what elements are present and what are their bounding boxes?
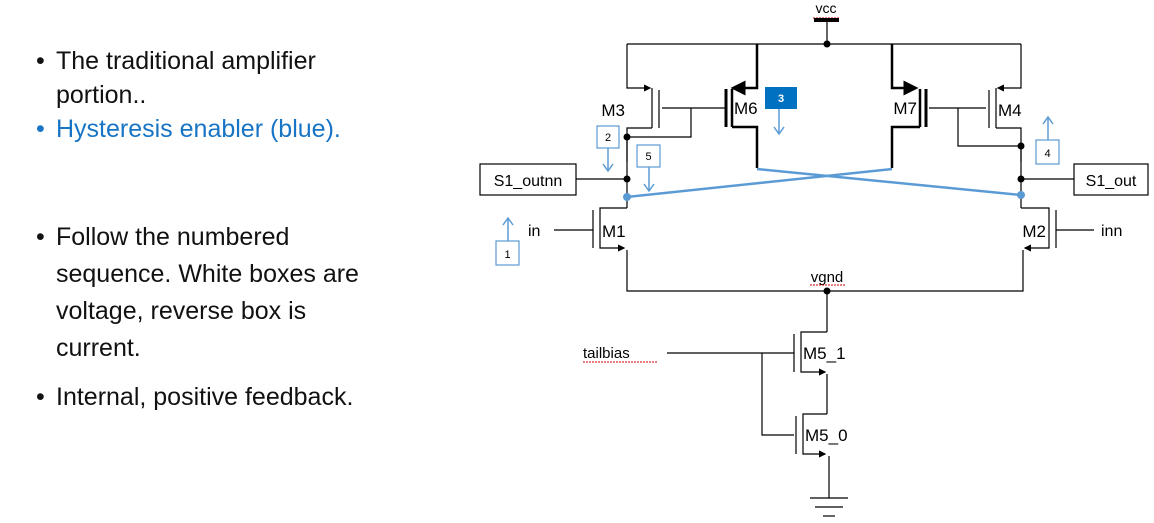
m4-label: M4 [998,101,1022,120]
bullet-text: Follow the numbered [56,223,290,251]
bullet-dot: • [36,383,45,411]
transistor-m5-1: tailbias M5_1 [583,331,846,436]
bullet-text: Internal, positive feedback. [56,383,354,411]
transistor-m7: M7 [890,44,928,168]
arrow-up-icon [502,216,514,226]
svg-text:3: 3 [778,93,784,105]
transistor-m1: in M1 [528,207,827,292]
vcc-supply: vcc [813,0,840,48]
arrow-down-icon [773,126,785,136]
bullet-text: voltage, reverse box is [56,297,307,325]
bullet-text: The traditional amplifier [56,47,316,75]
bullet-text: sequence. White boxes are [56,260,359,288]
svg-text:1: 1 [504,249,510,261]
bullet-dot: • [36,223,45,251]
marker-2: 2 [596,125,620,173]
m3-label: M3 [601,101,625,120]
transistor-m4: M4 [929,44,1025,162]
arrow-up-icon [1042,115,1054,125]
arrow-down-icon [643,183,655,193]
m5-0-label: M5_0 [805,426,848,445]
port-s1-out: S1_out [1073,163,1149,196]
m1-label: M1 [602,222,626,241]
m7-label: M7 [893,99,917,118]
svg-text:5: 5 [645,151,651,163]
marker-3-current: 3 [765,87,797,136]
svg-text:S1_out: S1_out [1086,173,1137,190]
tailbias-label: tailbias [583,345,630,362]
bullet-text: portion.. [56,81,147,109]
transistor-m6: M6 [724,44,759,168]
m6-label: M6 [734,99,758,118]
inn-label: inn [1101,223,1122,240]
bullet-text: current. [56,334,141,362]
transistor-m2: inn M2 [827,207,1122,292]
marker-5: 5 [636,144,661,193]
port-s1-outnn: S1_outnn [479,163,577,196]
transistor-m3: M3 [601,44,726,162]
transistor-m5-0: M5_0 [795,413,848,498]
svg-text:2: 2 [605,132,611,144]
marker-4: 4 [1035,115,1060,165]
bullet-dot: • [36,47,45,75]
m5-1-label: M5_1 [803,344,846,363]
in-label: in [528,223,540,240]
marker-1: 1 [495,216,520,266]
ground-icon [810,497,848,517]
bullet-dot: • [36,115,45,143]
bullet-text: Hysteresis enabler (blue). [56,115,341,143]
bullet-list: • The traditional amplifier portion.. • … [0,0,450,523]
arrow-down-icon [602,163,614,173]
svg-text:4: 4 [1044,148,1050,160]
m2-label: M2 [1022,222,1046,241]
vcc-label: vcc [816,0,837,16]
vgnd-node: vgnd [810,269,845,332]
svg-text:S1_outnn: S1_outnn [494,173,563,190]
feedback-wires [623,167,1025,201]
svg-text:vgnd: vgnd [811,269,844,286]
